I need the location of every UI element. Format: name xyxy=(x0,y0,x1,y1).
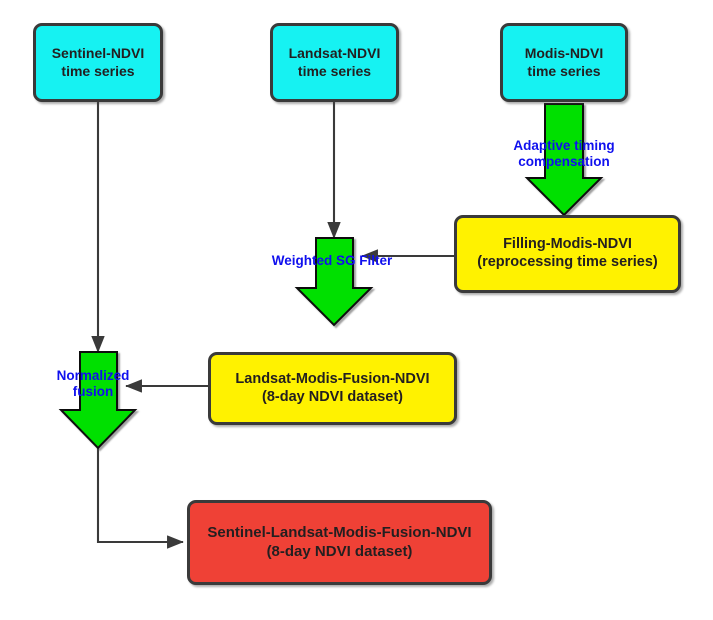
node-filling-line1: Filling-Modis-NDVI xyxy=(503,236,632,253)
node-sentinel-landsat-modis-fusion-ndvi[interactable]: Sentinel-Landsat-Modis-Fusion-NDVI (8-da… xyxy=(187,500,492,585)
node-landsat-line2: time series xyxy=(297,62,372,79)
process-arrow-adaptive xyxy=(524,103,604,217)
node-modis-ndvi[interactable]: Modis-NDVI time series xyxy=(500,23,628,102)
node-sentinel-line2: time series xyxy=(61,62,135,79)
connector-normalized-to-final xyxy=(96,448,184,549)
node-landsat-line1: Landsat-NDVI xyxy=(288,45,381,62)
node-modis-line2: time series xyxy=(527,62,601,79)
node-filling-modis-ndvi[interactable]: Filling-Modis-NDVI (reprocessing time se… xyxy=(454,215,681,293)
node-final-line1: Sentinel-Landsat-Modis-Fusion-NDVI xyxy=(207,524,472,542)
node-fusion-line1: Landsat-Modis-Fusion-NDVI xyxy=(235,370,430,387)
process-arrow-sgfilter xyxy=(294,237,374,327)
node-filling-line2: (reprocessing time series) xyxy=(477,254,658,270)
node-fusion-line2: (8-day NDVI dataset) xyxy=(261,388,403,405)
node-landsat-modis-fusion-ndvi[interactable]: Landsat-Modis-Fusion-NDVI (8-day NDVI da… xyxy=(208,352,457,425)
process-arrow-normalized xyxy=(58,351,138,450)
node-sentinel-line1: Sentinel-NDVI xyxy=(51,45,145,62)
node-landsat-ndvi[interactable]: Landsat-NDVI time series xyxy=(270,23,399,102)
node-final-line2: (8-day NDVI dataset) xyxy=(266,542,413,560)
node-sentinel-ndvi[interactable]: Sentinel-NDVI time series xyxy=(33,23,163,102)
node-modis-line1: Modis-NDVI xyxy=(524,45,604,62)
